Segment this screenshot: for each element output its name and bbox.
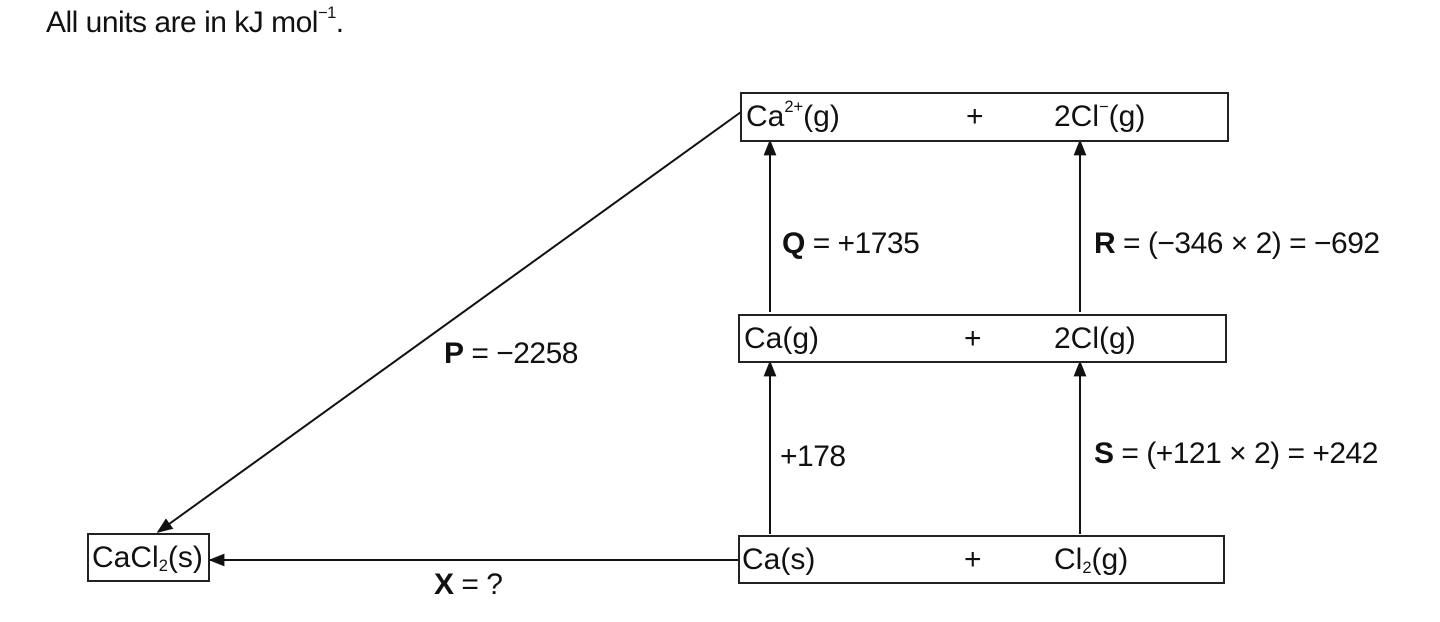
species-ca2plus: Ca2+(g): [746, 99, 840, 133]
species-ca-s: Ca(s): [742, 542, 816, 576]
ca-ion-state: (g): [803, 100, 840, 133]
species-ca-g: Ca(g): [744, 321, 820, 355]
label-p: P = −2258: [444, 337, 578, 371]
species-2cl-g: 2Cl(g): [1054, 321, 1136, 355]
cl-ion-state: (g): [1108, 100, 1146, 133]
plus-sign: +: [964, 542, 982, 576]
cacl2-state: (s): [167, 540, 203, 574]
units-note: All units are in kJ mol−1.: [46, 3, 344, 40]
label-q-value: = +1735: [812, 227, 920, 260]
label-s: S = (+121 × 2) = +242: [1094, 437, 1378, 471]
cl2-symbol: Cl: [1054, 542, 1083, 576]
cacl2-symbol: CaCl: [92, 540, 159, 574]
label-s-value: = (+121 × 2) = +242: [1121, 437, 1378, 470]
label-x: X = ?: [434, 568, 503, 602]
cl2-subscript: 2: [1082, 558, 1092, 577]
cl-ion-symbol: 2Cl: [1054, 100, 1100, 133]
cl-ion-charge: −: [1099, 97, 1109, 116]
plus-sign: +: [966, 100, 984, 133]
product-cacl2: CaCl2(s): [87, 533, 210, 582]
arrow-p: [156, 111, 742, 533]
label-r-value: = (−346 × 2) = −692: [1123, 227, 1380, 260]
level-atoms: Ca(g) + 2Cl(g): [738, 314, 1227, 363]
label-atomisation-ca: +178: [780, 440, 846, 474]
units-note-period: .: [335, 6, 344, 39]
plus-sign: +: [964, 321, 982, 355]
species-cl2-g: Cl2(g): [1054, 542, 1129, 577]
label-x-value: = ?: [461, 568, 503, 601]
label-q-symbol: Q: [782, 227, 805, 260]
label-s-symbol: S: [1094, 437, 1114, 470]
level-elements: Ca(s) + Cl2(g): [738, 535, 1225, 584]
cl2-state: (g): [1091, 542, 1129, 576]
species-cacl2-s: CaCl2(s): [92, 540, 203, 575]
label-x-symbol: X: [434, 568, 454, 601]
label-p-symbol: P: [444, 337, 464, 370]
units-note-exponent: −1: [317, 3, 336, 22]
label-r-symbol: R: [1094, 227, 1116, 260]
species-2cl-minus: 2Cl−(g): [1054, 99, 1146, 133]
units-note-text: All units are in kJ mol: [46, 6, 318, 39]
ca-ion-symbol: Ca: [746, 100, 785, 133]
cacl2-subscript: 2: [158, 556, 168, 575]
label-r: R = (−346 × 2) = −692: [1094, 227, 1380, 261]
ca-ion-charge: 2+: [784, 97, 804, 116]
label-p-value: = −2258: [471, 337, 578, 370]
label-atomisation-ca-value: +178: [780, 440, 846, 473]
label-q: Q = +1735: [782, 227, 920, 261]
level-ions: Ca2+(g) + 2Cl−(g): [740, 92, 1229, 142]
